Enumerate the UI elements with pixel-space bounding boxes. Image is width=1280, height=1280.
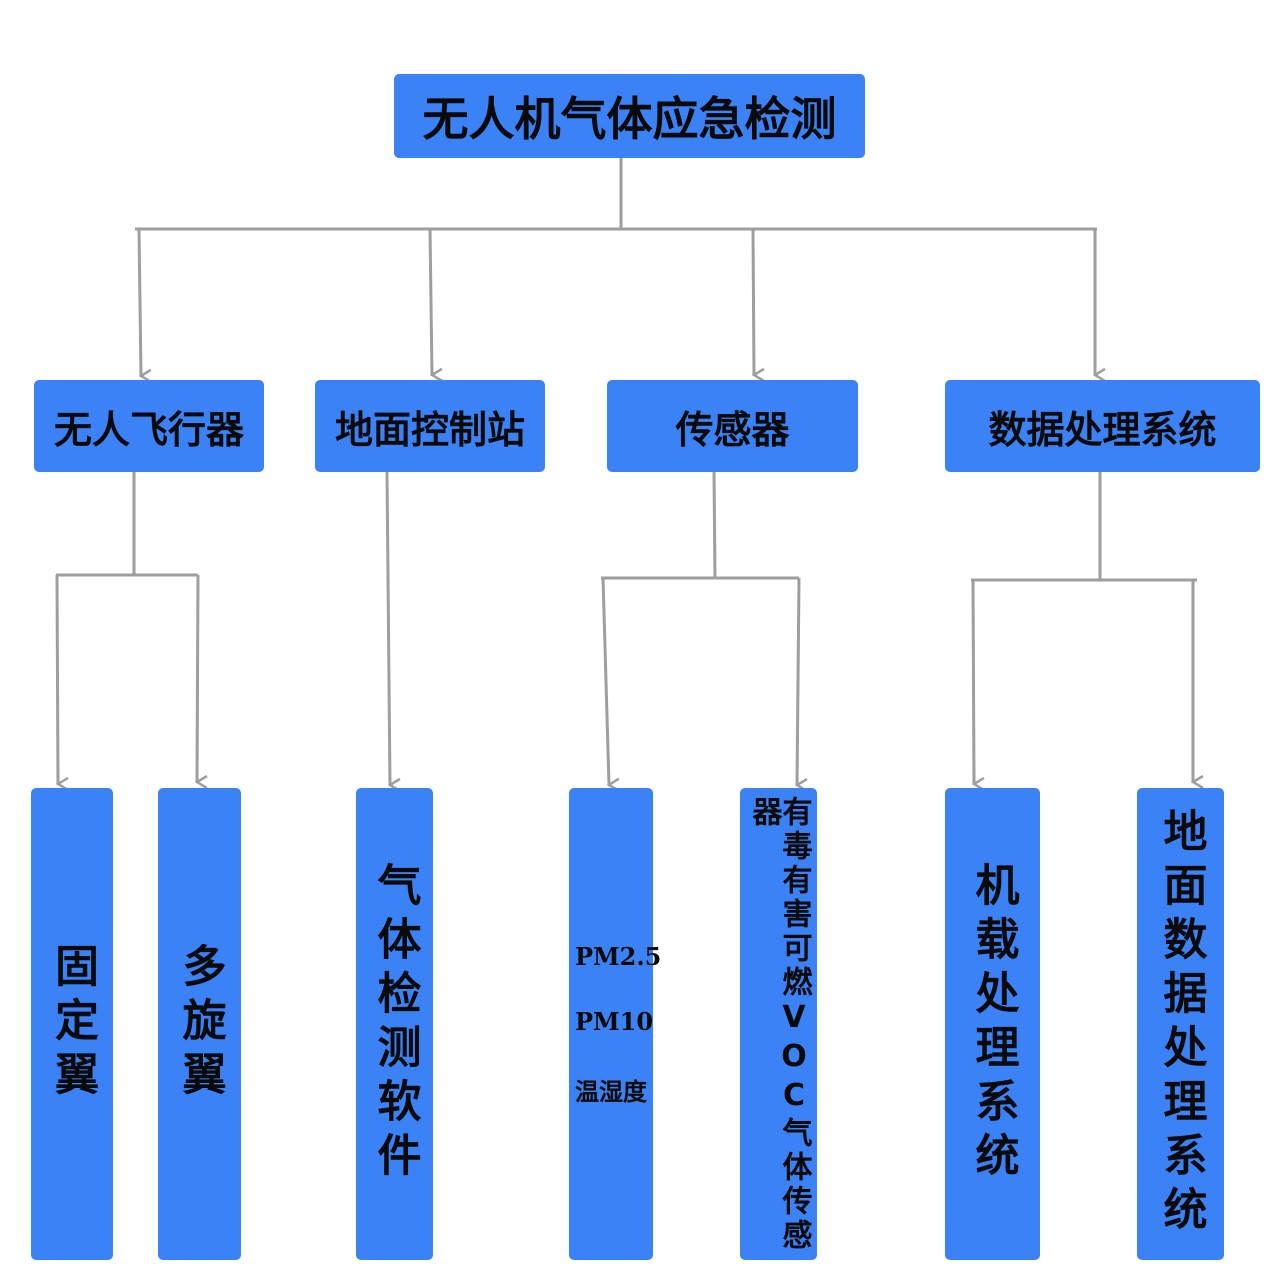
root-title: 无人机气体应急检测 (422, 92, 837, 146)
node-gas-software: 气体检测软件 (356, 788, 433, 1260)
node-ground-data-processing-label: 地面数据处理系统 (1155, 808, 1207, 1240)
node-uav-label: 无人飞行器 (53, 407, 244, 452)
node-onboard-processing: 机载处理系统 (945, 788, 1040, 1260)
node-toxic-sensor-label: 有毒有害可燃VOC气体传感器 (746, 796, 812, 1253)
node-ground-station-label: 地面控制站 (334, 407, 525, 452)
node-ground-station: 地面控制站 (315, 380, 545, 472)
node-uav: 无人飞行器 (34, 380, 264, 472)
node-multi-rotor: 多旋翼 (158, 788, 241, 1260)
node-multi-rotor-label: 多旋翼 (174, 943, 226, 1105)
node-toxic-sensor: 有毒有害可燃VOC气体传感器 (740, 788, 817, 1260)
node-data-processing-label: 数据处理系统 (988, 407, 1217, 452)
sensor-item-temp-humidity: 温湿度 (575, 1076, 647, 1106)
sensor-item-pm25: PM2.5 (575, 941, 662, 971)
node-fixed-wing-label: 固定翼 (47, 943, 98, 1105)
sensor-item-pm10: PM10 (575, 1006, 654, 1036)
node-data-processing: 数据处理系统 (945, 380, 1260, 472)
node-sensor-label: 传感器 (675, 407, 790, 452)
node-sensor-list: PM2.5 PM10 温湿度 (569, 788, 661, 1260)
node-gas-software-label: 气体检测软件 (369, 862, 421, 1186)
node-fixed-wing: 固定翼 (31, 788, 113, 1260)
node-onboard-processing-label: 机载处理系统 (967, 862, 1019, 1186)
root-node: 无人机气体应急检测 (394, 74, 865, 158)
node-ground-data-processing: 地面数据处理系统 (1137, 788, 1224, 1260)
node-sensor: 传感器 (607, 380, 858, 472)
